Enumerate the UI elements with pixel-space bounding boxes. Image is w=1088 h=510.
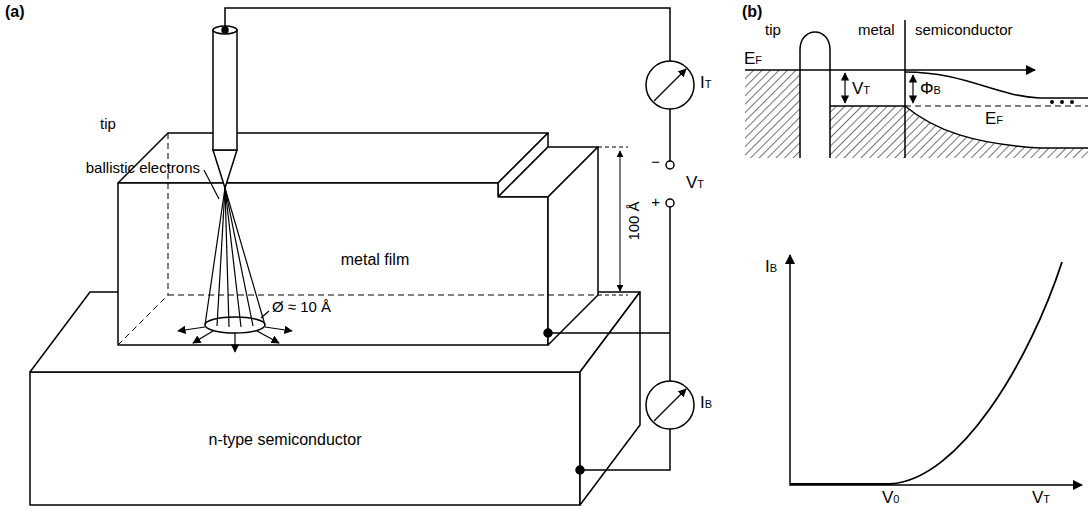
spot-ellipse: [205, 317, 265, 333]
block-front-face: [30, 372, 580, 505]
iv-graph: [790, 255, 1082, 485]
scatter-arrow: [234, 333, 235, 352]
wire: [669, 207, 671, 381]
meter-label: IB: [700, 394, 712, 413]
electron-path: [217, 188, 225, 326]
axis-label: VT: [1032, 489, 1050, 508]
valence-band: [905, 106, 1088, 148]
wire-dot: [222, 27, 228, 33]
wire: [580, 429, 670, 470]
leader-line: [261, 311, 269, 318]
extension-line: [598, 295, 628, 296]
axis-label: V0: [882, 489, 899, 508]
terminal-sign: −: [651, 154, 660, 171]
region-label: tip: [765, 22, 781, 39]
meter-arrow: [654, 69, 686, 101]
valence-band-fill: [905, 106, 1088, 158]
electron-dot: [1060, 100, 1064, 104]
block-label: metal film: [341, 251, 409, 269]
electron-dot: [1050, 100, 1054, 104]
terminal-sign: +: [651, 194, 660, 211]
circuit-parts: [544, 61, 694, 474]
current-curve: [790, 262, 1062, 484]
hidden-edge: [168, 133, 169, 295]
energy-label: ΦB: [920, 80, 941, 99]
panel-label: (b): [742, 3, 762, 21]
ammeter-symbol: [646, 61, 694, 109]
terminal-symbol: [666, 199, 674, 207]
electron-path: [225, 188, 253, 326]
tunnel-barrier: [800, 32, 830, 158]
wire: [548, 332, 670, 334]
meter-label: IT: [700, 74, 711, 93]
energy-label: EF: [744, 50, 762, 69]
dimension-label: 100 Å: [626, 201, 643, 240]
semiconductor-block: n-type semiconductor: [120, 420, 450, 460]
tip-drawing: [213, 26, 237, 188]
contact-dot: [544, 329, 552, 337]
electron-path: [205, 188, 225, 325]
electron-path: [225, 188, 265, 325]
terminal-symbol: [666, 161, 674, 169]
tip-fermi-level: [745, 69, 1035, 71]
wire: [669, 109, 671, 161]
film-front-face: [118, 183, 548, 345]
axis-label: IB: [765, 258, 777, 277]
tip-point: [213, 150, 237, 188]
part-label: ballistic electrons: [86, 160, 200, 177]
extension-line: [598, 147, 628, 148]
region-label: metal: [858, 22, 895, 39]
tip-filled-states: [745, 70, 800, 158]
scatter-arrow: [265, 327, 292, 331]
voltage-label: VT: [852, 80, 870, 99]
ammeter-symbol: [646, 381, 694, 429]
interface-line: [904, 20, 906, 158]
scatter-arrow: [193, 331, 213, 343]
metal-fermi-level: [830, 105, 905, 107]
electron-dot: [1070, 100, 1074, 104]
conduction-band: [905, 72, 1088, 98]
barrier-arrow: [912, 75, 913, 103]
voltage-arrow: [844, 73, 845, 103]
tip-cylinder: [213, 30, 237, 150]
metal-filled-states: [830, 106, 905, 158]
energy-label: EF: [985, 110, 1003, 129]
region-label: semiconductor: [915, 22, 1013, 39]
panel-label: (a): [5, 3, 25, 21]
circuit-wires: [225, 8, 670, 470]
dimension-line: [620, 151, 621, 291]
block-label: n-type semiconductor: [209, 431, 362, 449]
wire: [225, 8, 670, 61]
part-label: tip: [100, 116, 116, 133]
thickness-dimension: [598, 147, 628, 295]
semiconductor-fermi-level: [905, 105, 1088, 106]
film-side-face: [548, 147, 598, 345]
block-side-face: [580, 292, 640, 505]
band-diagram: [745, 20, 1088, 158]
contact-dot: [576, 466, 584, 474]
scatter-arrow: [257, 331, 279, 343]
graph-axes: [790, 255, 1082, 485]
band-lines: [745, 20, 1088, 158]
electron-cone: [178, 170, 292, 352]
meter-arrow: [654, 389, 686, 421]
hidden-edge: [118, 295, 168, 345]
dimension-label: Ø ≈ 10 Å: [272, 299, 331, 316]
voltage-label: VT: [686, 174, 704, 193]
tip-top: [213, 26, 237, 34]
leader-line: [204, 170, 219, 199]
metal-film-block: metal film: [300, 240, 450, 280]
scatter-arrow: [178, 327, 205, 331]
hidden-edge: [168, 295, 598, 296]
